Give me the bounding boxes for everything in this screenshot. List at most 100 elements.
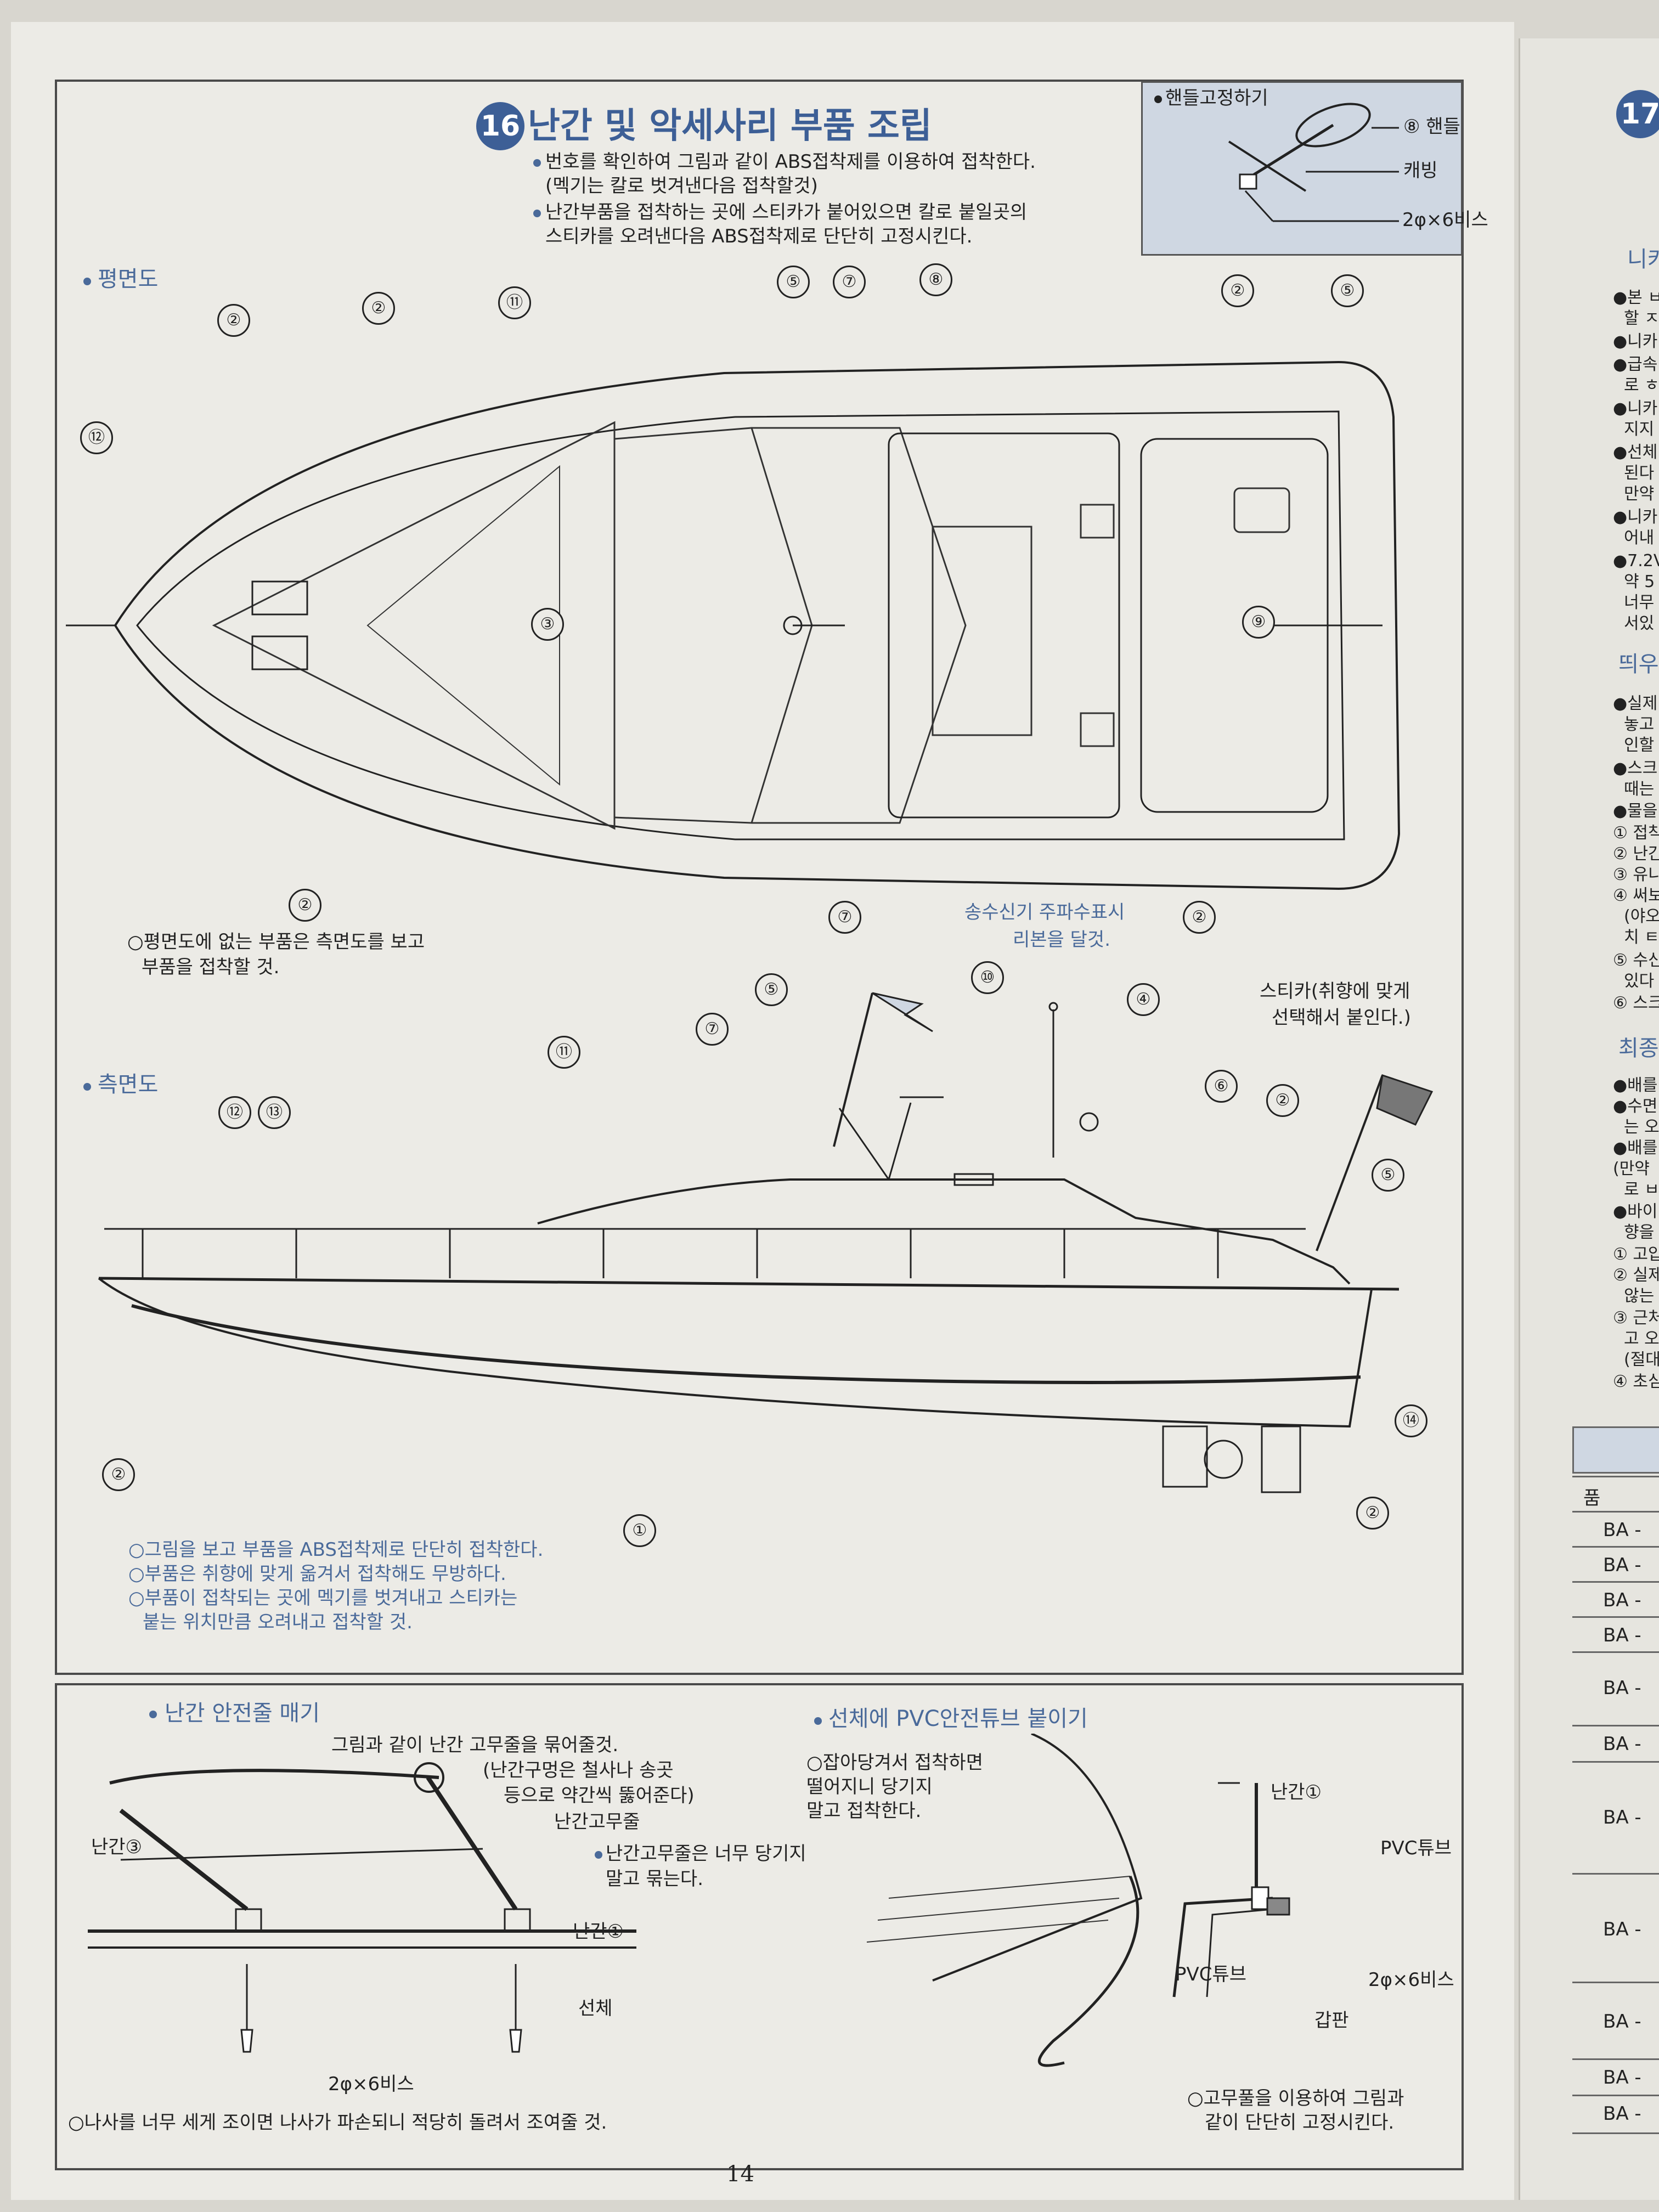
- pvc-note-line-1: ○잡아당겨서 접착하면: [806, 1752, 983, 1774]
- handle-label: ⑧ 핸들: [1403, 116, 1460, 138]
- rail-rope-tip-1: 난간고무줄은 너무 당기지: [606, 1843, 806, 1865]
- next-text: ●실제: [1613, 694, 1658, 713]
- bullet-icon: [83, 1083, 91, 1091]
- rail-screw-label: 2φ×6비스: [328, 2073, 414, 2095]
- bullet-icon: [83, 278, 91, 285]
- next-text: 있다: [1624, 972, 1655, 991]
- side-view-drawing: [98, 992, 1434, 1493]
- table-row: BA -: [1572, 1761, 1659, 1875]
- rail-rope-caption-2: (난간구멍은 철사나 송곳: [483, 1759, 674, 1781]
- sonar-note-line-1: 송수신기 주파수표시: [964, 901, 1125, 923]
- table-cell: BA -: [1603, 1918, 1641, 1940]
- plan-callout-2a: ②: [217, 304, 250, 337]
- table-cell: BA -: [1603, 2103, 1641, 2125]
- side-callout-10: ⑩: [971, 961, 1004, 994]
- bullet-icon: [1154, 95, 1162, 103]
- pvc-note-line-3: 말고 접착한다.: [806, 1800, 922, 1822]
- next-text: ●스크: [1613, 759, 1658, 778]
- plan-view-label: 평면도: [98, 267, 159, 292]
- main-diagram-frame: [55, 80, 1464, 1675]
- plan-callout-9: ⑨: [1242, 606, 1275, 639]
- side-callout-5b: ⑤: [1372, 1159, 1404, 1192]
- side-note-line-4: 붙는 위치만큼 오려내고 접착할 것.: [143, 1611, 413, 1633]
- next-text: 할 ㅈ: [1624, 309, 1659, 328]
- section-title: 난간 및 악세사리 부품 조립: [528, 106, 932, 146]
- next-text: 향을: [1624, 1223, 1655, 1242]
- next-text: ●배를: [1613, 1076, 1658, 1095]
- next-text: ●니카: [1613, 399, 1658, 418]
- table-cell: BA -: [1603, 2011, 1641, 2033]
- side-callout-2c: ②: [1356, 1497, 1389, 1530]
- next-text: ●수면: [1613, 1097, 1658, 1116]
- plan-note-line-1: ○평면도에 없는 부품은 측면도를 보고: [127, 931, 425, 953]
- next-text: ●물을: [1613, 802, 1658, 821]
- next-text: 고 오: [1624, 1329, 1659, 1348]
- next-text: ●본 ㅂ: [1613, 288, 1659, 307]
- instruction-line-1: 번호를 확인하여 그림과 같이 ABS접착제를 이용하여 접착한다.: [545, 151, 1036, 173]
- side-callout-1: ①: [623, 1514, 656, 1547]
- steering-wheel-drawing: [1228, 103, 1399, 222]
- pvc-final-line-1: ○고무풀을 이용하여 그림과: [1187, 2087, 1404, 2109]
- next-text: ② 난간: [1613, 844, 1659, 864]
- pvc-final-line-2: 같이 단단히 고정시킨다.: [1205, 2112, 1395, 2134]
- plan-callout-2b: ②: [362, 292, 395, 325]
- bullet-icon: [149, 1711, 157, 1718]
- plan-callout-8: ⑧: [919, 263, 952, 296]
- hull-label: 선체: [578, 1997, 613, 2019]
- rail-rope-tip-2: 말고 묶는다.: [606, 1868, 704, 1890]
- pvc-tube-title: 선체에 PVC안전튜브 붙이기: [828, 1706, 1088, 1731]
- plan-callout-3: ③: [531, 608, 564, 641]
- next-text: 는 오: [1624, 1118, 1659, 1137]
- instruction-line-3: 난간부품을 접착하는 곳에 스티카가 붙어있으면 칼로 붙일곳의: [545, 201, 1028, 223]
- rail1-label: 난간①: [573, 1921, 624, 1943]
- side-callout-13: ⑬: [258, 1096, 291, 1129]
- side-note-line-1: ○그림을 보고 부품을 ABS접착제로 단단히 접착한다.: [128, 1539, 544, 1561]
- table-row: BA -: [1572, 1651, 1659, 1726]
- side-callout-7: ⑦: [696, 1013, 729, 1046]
- plan-note-line-2: 부품을 접착할 것.: [142, 956, 280, 978]
- pvc-note-line-2: 떨어지니 당기지: [806, 1776, 933, 1798]
- side-callout-2a: ②: [1266, 1084, 1299, 1117]
- table-row: BA -: [1572, 1873, 1659, 1983]
- table-cell: BA -: [1603, 1677, 1641, 1699]
- sticker-note-line-1: 스티카(취향에 맞게: [1260, 980, 1410, 1002]
- next-text: ③ 유니: [1613, 865, 1659, 884]
- plan-callout-5a: ⑤: [777, 266, 810, 298]
- table-cell: BA -: [1603, 1554, 1641, 1576]
- next-text: 서있: [1624, 614, 1655, 633]
- next-text: ●바이: [1613, 1202, 1658, 1221]
- rail3-label: 난간③: [91, 1836, 143, 1858]
- next-text: ●배를: [1613, 1138, 1658, 1158]
- next-text: ●급속: [1613, 355, 1658, 374]
- section-number-badge: 16: [476, 102, 524, 150]
- next-text: ② 실제: [1613, 1266, 1659, 1285]
- next-text: ●7.2V: [1613, 551, 1659, 571]
- side-callout-2b: ②: [102, 1458, 135, 1491]
- next-text: ④ 써보: [1613, 886, 1659, 905]
- table-cell: BA -: [1603, 1519, 1641, 1541]
- next-text: 않는: [1624, 1286, 1655, 1306]
- next-heading-1: 니카: [1627, 247, 1659, 272]
- rail-rope-caption-1: 그림과 같이 난간 고무줄을 묶어줄것.: [331, 1734, 619, 1756]
- next-text: ① 고압: [1613, 1245, 1659, 1264]
- next-text: 지지: [1624, 420, 1655, 439]
- table-cell: BA -: [1603, 1589, 1641, 1611]
- deck-label: 갑판: [1314, 2010, 1349, 2032]
- table-row: BA -: [1572, 1581, 1659, 1618]
- next-text: ⑤ 수신: [1613, 951, 1659, 970]
- side-view-label: 측면도: [98, 1072, 159, 1097]
- bullet-icon: [533, 159, 541, 167]
- side-note-line-2: ○부품은 취향에 맞게 옮겨서 접착해도 무방하다.: [128, 1563, 506, 1585]
- table-row: BA -: [1572, 2095, 1659, 2134]
- next-text: 때는: [1624, 780, 1655, 799]
- instruction-line-4: 스티카를 오려낸다음 ABS접착제로 단단히 고정시킨다.: [545, 225, 973, 247]
- next-step-badge: 17: [1616, 90, 1659, 138]
- side-callout-5a: ⑤: [755, 973, 788, 1006]
- table-cell: BA -: [1603, 1624, 1641, 1646]
- table-row: BA -: [1572, 1546, 1659, 1583]
- next-text: ●니카: [1613, 507, 1658, 527]
- plan-callout-2e: ②: [1183, 901, 1216, 934]
- plan-callout-2c: ②: [1221, 274, 1254, 307]
- pvc-tube-label-2: PVC튜브: [1380, 1837, 1452, 1859]
- next-text: ⑥ 스크: [1613, 994, 1659, 1013]
